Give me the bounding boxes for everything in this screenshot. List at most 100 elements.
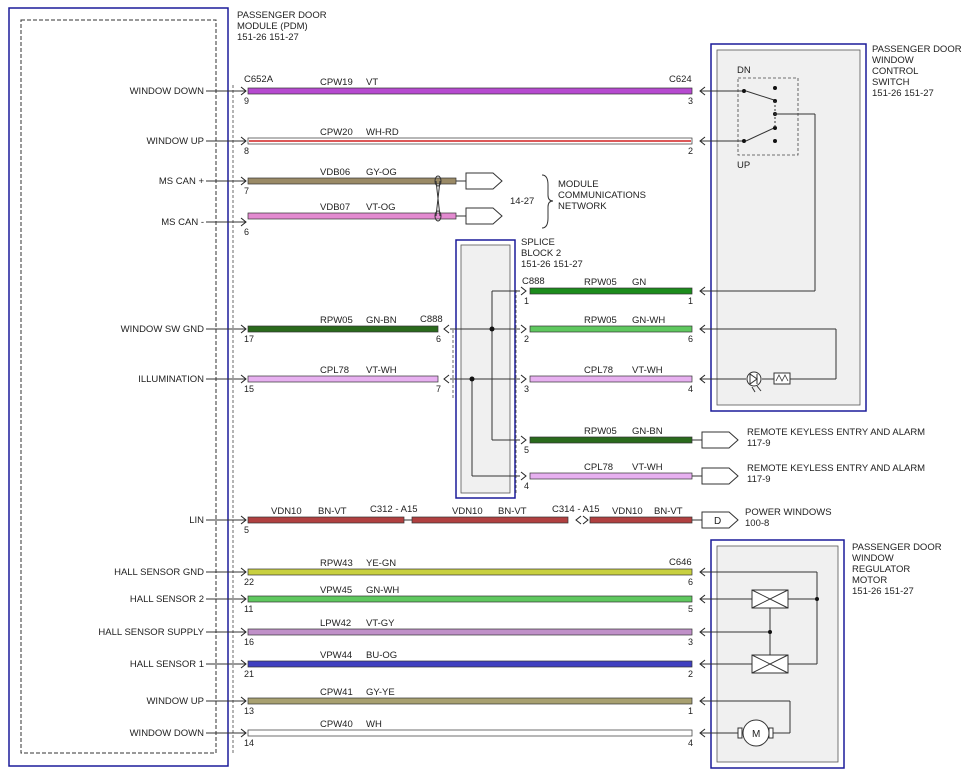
motor-title-3: REGULATOR <box>852 564 910 575</box>
lin-dest-ref: 100-8 <box>745 518 769 529</box>
switch-title-3: CONTROL <box>872 66 918 77</box>
wire-pin-end: 2 <box>688 669 693 679</box>
pdm-pin: 9 <box>244 96 249 106</box>
arrow-icon <box>240 176 247 186</box>
arrow-icon <box>240 659 247 669</box>
wire-vdn10-c <box>589 516 693 524</box>
wire-pin-start: 5 <box>524 445 529 455</box>
arrow-icon <box>520 324 527 334</box>
signal-label-lin: LIN <box>189 515 204 526</box>
network-reference: 14-27 MODULE COMMUNICATIONS NETWORK <box>510 174 646 229</box>
arrow-icon <box>240 136 247 146</box>
signal-label-window-down-1: WINDOW DOWN <box>130 86 205 97</box>
rke-flag-icon <box>701 467 739 485</box>
wire-pin-start: 3 <box>524 384 529 394</box>
pdm-pin: 22 <box>244 577 254 587</box>
wire-rpw05-gn <box>529 287 693 295</box>
wire-cpw41 <box>247 697 693 705</box>
wire-circuit-rpw05-gn: RPW05 <box>584 277 617 288</box>
switch-title-1: PASSENGER DOOR <box>872 44 962 55</box>
wire-color-lpw42: VT-GY <box>366 618 395 629</box>
motor-title-4: MOTOR <box>852 575 887 586</box>
arrow-icon <box>240 515 247 525</box>
wire-color-vdb06: GY-OG <box>366 167 397 178</box>
arrow-icon <box>240 324 247 334</box>
wire-circuit-vdb06: VDB06 <box>320 167 350 178</box>
arrow-icon <box>520 374 527 384</box>
signal-label-window-up-1: WINDOW UP <box>146 136 204 147</box>
signal-label-illumination: ILLUMINATION <box>138 374 204 385</box>
arrow-icon <box>240 217 247 227</box>
wire-pin-start: 4 <box>524 481 529 491</box>
arrow-icon <box>575 515 582 525</box>
wire-pin-end: 4 <box>688 738 693 748</box>
wire-pin-end: 6 <box>688 334 693 344</box>
wire-color-rpw05-rke: GN-BN <box>632 426 663 437</box>
wire-color-vdn10-c: BN-VT <box>654 506 683 517</box>
wire-color-vdb07: VT-OG <box>366 202 396 213</box>
wire-pin-end: 1 <box>688 296 693 306</box>
pdm-title-2: MODULE (PDM) <box>237 21 308 32</box>
signal-label-hall-sensor-2: HALL SENSOR 2 <box>130 594 204 605</box>
splice-conn-left: C888 <box>420 314 443 325</box>
wire-circuit-lpw42: LPW42 <box>320 618 351 629</box>
motor-title-2: WINDOW <box>852 553 894 564</box>
wire-pin-end: 5 <box>688 604 693 614</box>
signal-label-window-up-2: WINDOW UP <box>146 696 204 707</box>
wire-color-vpw45: GN-WH <box>366 585 399 596</box>
twist-icon <box>434 210 442 222</box>
wire-vdb07 <box>247 212 457 220</box>
wire-pin-end: 6 <box>436 334 441 344</box>
signal-label-ms-can-plus: MS CAN + <box>159 176 205 187</box>
wire-rpw05-gnwh <box>529 325 693 333</box>
pdm-pin: 11 <box>244 604 253 614</box>
signal-label-hall-sensor-1: HALL SENSOR 1 <box>130 659 204 670</box>
wire-circuit-vpw45: VPW45 <box>320 585 352 596</box>
wire-cpl78-r <box>529 375 693 383</box>
arrow-icon <box>240 728 247 738</box>
network-label-1: MODULE <box>558 179 599 190</box>
network-ref: 14-27 <box>510 196 534 207</box>
arrow-icon <box>240 567 247 577</box>
wire-circuit-vdn10-c: VDN10 <box>612 506 643 517</box>
led-icon <box>746 371 762 393</box>
splice-title-2: BLOCK 2 <box>521 248 561 259</box>
wire-vpw45 <box>247 595 693 603</box>
arrow-icon <box>240 86 247 96</box>
arrow-icon <box>240 696 247 706</box>
motor-module: PASSENGER DOOR WINDOW REGULATOR MOTOR 15… <box>708 539 942 769</box>
lin-flag-icon <box>701 511 739 529</box>
wire-circuit-rpw43: RPW43 <box>320 558 353 569</box>
wire-pin-end: 3 <box>688 96 693 106</box>
switch-title-5: 151-26 151-27 <box>872 88 934 99</box>
wire-color-vdn10-b: BN-VT <box>498 506 527 517</box>
wire-circuit-vdn10-b: VDN10 <box>452 506 483 517</box>
twist-line <box>435 180 441 217</box>
wire-color-cpw41: GY-YE <box>366 687 395 698</box>
signal-label-hall-sensor-gnd: HALL SENSOR GND <box>114 567 204 578</box>
arrow-icon <box>240 594 247 604</box>
wire-rpw05-rke <box>529 436 693 444</box>
wire-vdb06 <box>247 177 457 185</box>
wire-circuit-cpl78-rke: CPL78 <box>584 462 613 473</box>
twist-icon <box>434 175 442 187</box>
wire-vpw44 <box>247 660 693 668</box>
wire-color-cpw40: WH <box>366 719 382 730</box>
wire-color-cpl78-rke: VT-WH <box>632 462 663 473</box>
wire-pin-end: 4 <box>688 384 693 394</box>
wire-cpl78-l <box>247 375 439 383</box>
pdm-module: PASSENGER DOOR MODULE (PDM) 151-26 151-2… <box>8 7 327 767</box>
wire-color-rpw05-gn: GN <box>632 277 646 288</box>
wire-circuit-rpw05-rke: RPW05 <box>584 426 617 437</box>
switch-dn-label: DN <box>737 65 751 76</box>
arrow-icon <box>582 515 589 525</box>
wire-circuit-cpw41: CPW41 <box>320 687 353 698</box>
wire-color-vdn10-a: BN-VT <box>318 506 347 517</box>
wire-pin-end: 3 <box>688 637 693 647</box>
rke-dest-ref: 117-9 <box>747 438 771 449</box>
wire-vdn10-b <box>411 516 569 524</box>
wire-color-cpw19: VT <box>366 77 378 88</box>
wire-circuit-vdb07: VDB07 <box>320 202 350 213</box>
wire-circuit-rpw05-gnwh: RPW05 <box>584 315 617 326</box>
network-label-2: COMMUNICATIONS <box>558 190 646 201</box>
